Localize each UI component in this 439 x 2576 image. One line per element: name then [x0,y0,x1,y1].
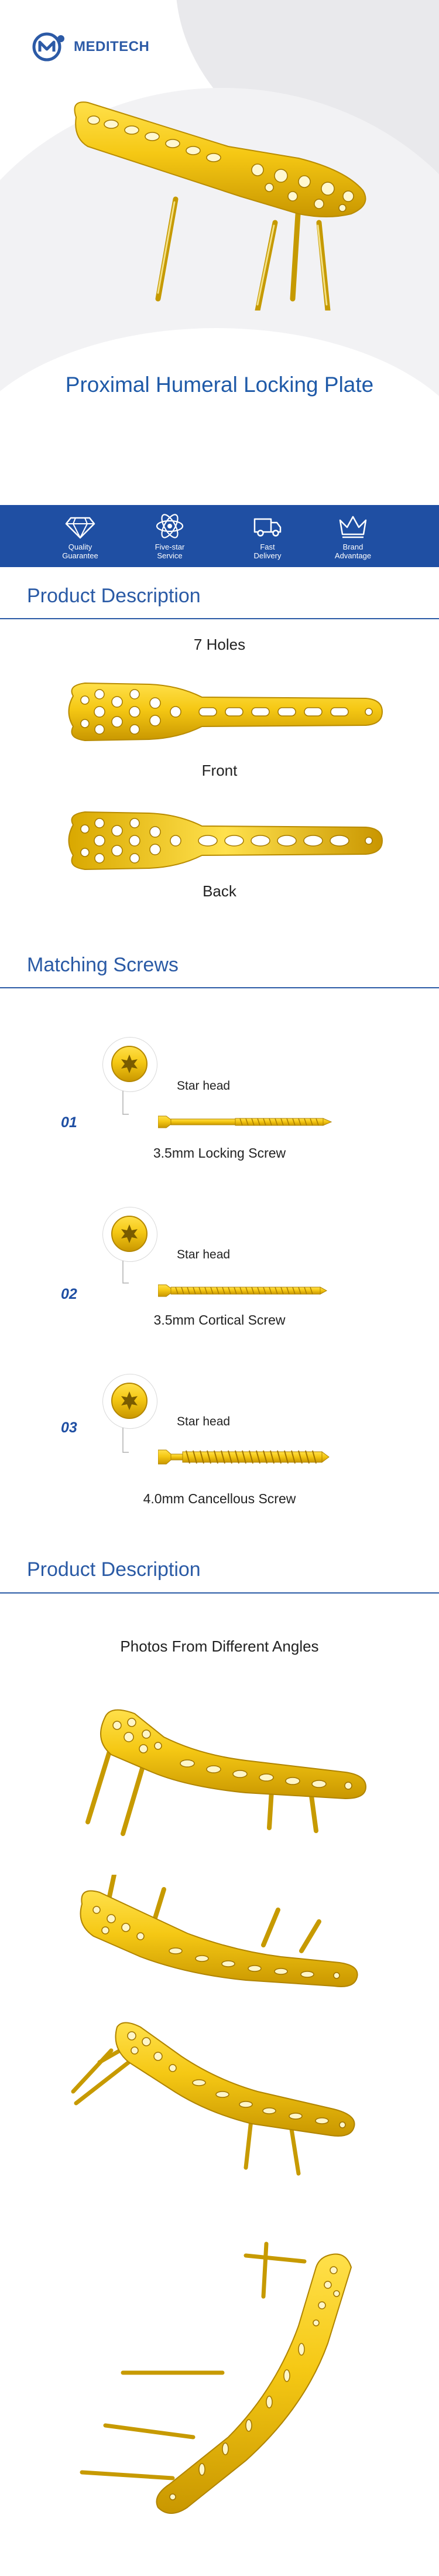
section-divider [0,1592,439,1594]
crown-icon [339,516,367,538]
diamond-icon [65,517,95,539]
product-photo-1 [85,1709,367,1836]
plate-back-image [68,811,383,871]
callout-line [122,1261,129,1284]
section-title-matching-screws: Matching Screws [27,954,179,976]
screw-name: 4.0mm Cancellous Screw [143,1491,296,1506]
callout-line [122,1428,129,1453]
atom-icon [156,514,184,538]
truck-icon [253,518,282,537]
star-head-icon [111,1216,148,1252]
back-label: Back [203,882,236,900]
front-label: Front [201,762,238,779]
brand-logo[interactable]: MEDITECH [32,32,149,62]
cancellous-screw-image [158,1449,330,1465]
screw-number: 03 [61,1420,77,1436]
feature-brand: Brand Advantage [309,512,397,560]
screw-number: 02 [61,1286,77,1302]
locking-screw-image [158,1115,332,1128]
feature-label: Fast Delivery [253,543,282,560]
brand-name: MEDITECH [74,39,150,54]
product-photo-3 [71,2022,355,2176]
page-title: Proximal Humeral Locking Plate [65,373,374,397]
feature-banner: Quality Guarantee Five-star Service Fast… [0,505,439,567]
star-head-icon [111,1046,148,1082]
photos-subtitle: Photos From Different Angles [120,1637,319,1655]
feature-quality: Quality Guarantee [36,512,124,560]
callout-line [122,1091,129,1115]
product-photo-2 [80,1875,358,1987]
feature-service: Five-star Service [126,512,214,560]
hero-plate-image [74,101,366,311]
section-title-product-description: Product Description [27,585,201,607]
screw-name: 3.5mm Cortical Screw [153,1312,286,1328]
holes-label: 7 Holes [193,636,246,653]
feature-delivery: Fast Delivery [224,512,311,560]
screw-head-label: Star head [177,1079,231,1093]
screw-head-label: Star head [177,1248,231,1261]
star-head-icon [111,1383,148,1419]
hero-section: MEDITECH [0,0,439,504]
section-divider [0,987,439,988]
screw-name: 3.5mm Locking Screw [153,1145,286,1161]
screw-head-label: Star head [177,1415,231,1428]
cortical-screw-image [158,1284,328,1297]
feature-label: Quality Guarantee [62,543,98,560]
meditech-logo-icon [32,32,64,62]
product-photo-4 [80,2241,352,2514]
screw-number: 01 [61,1114,77,1131]
section-divider [0,618,439,619]
feature-label: Brand Advantage [334,543,372,560]
feature-label: Five-star Service [155,543,185,560]
section-title-photos: Product Description [27,1558,201,1581]
plate-front-image [68,682,383,742]
hero-bg-shape [0,328,439,504]
